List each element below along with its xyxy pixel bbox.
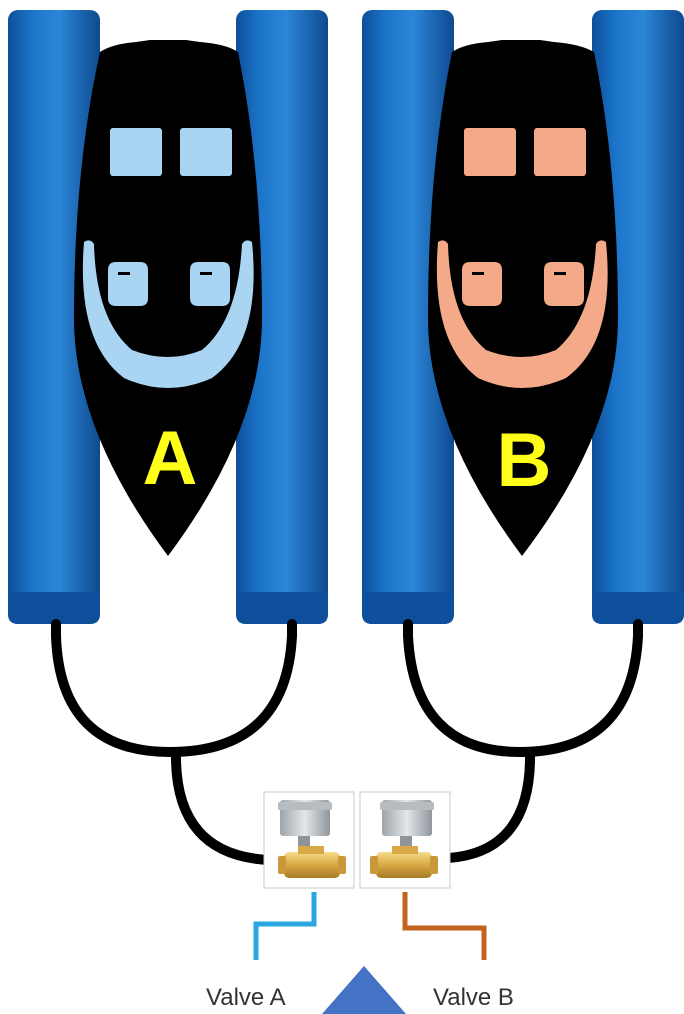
pontoon-b-left xyxy=(362,10,454,624)
valve-a-outlet-pipe xyxy=(253,892,317,960)
boat-b-seat-right-line xyxy=(554,272,566,275)
boat-a-seat-right xyxy=(190,262,230,306)
boat-a-window-left xyxy=(110,128,162,176)
valve-b xyxy=(359,791,451,889)
boat-b: B xyxy=(428,40,618,556)
boat-b-seat-left-line xyxy=(472,272,484,275)
pontoons xyxy=(8,10,684,624)
boat-b-window-right xyxy=(534,128,586,176)
hose-b-to-valve xyxy=(443,747,536,863)
boat-b-seat-right xyxy=(544,262,584,306)
pontoon-b-right xyxy=(592,10,684,624)
valve-b-label: Valve B xyxy=(433,984,514,1011)
pontoon-a-right xyxy=(236,10,328,624)
hose-a-u-bend xyxy=(51,619,297,758)
boat-a-cockpit-rail xyxy=(82,240,254,388)
boat-a-seat-left xyxy=(108,262,148,306)
motorized-ball-valve-icon xyxy=(278,800,346,878)
boat-b-letter: B xyxy=(497,418,552,503)
boat-b-seat-left xyxy=(462,262,502,306)
hose-a-to-valve xyxy=(170,747,275,865)
hose-b-u-bend xyxy=(403,619,643,758)
boat-b-cockpit-rail xyxy=(436,240,608,388)
boat-a: A xyxy=(74,40,262,556)
triangle-up-icon xyxy=(322,966,406,1014)
motorized-ball-valve-icon xyxy=(370,800,438,878)
boat-a-seat-right-line xyxy=(200,272,212,275)
hoses xyxy=(51,619,643,865)
boat-a-letter: A xyxy=(143,416,198,501)
boat-a-seat-left-line xyxy=(118,272,130,275)
valve-a-label: Valve A xyxy=(206,984,286,1011)
valve-a xyxy=(263,791,355,889)
pontoon-a-left xyxy=(8,10,100,624)
valve-b-outlet-pipe xyxy=(402,892,487,960)
boat-b-window-left xyxy=(464,128,516,176)
boat-a-window-right xyxy=(180,128,232,176)
